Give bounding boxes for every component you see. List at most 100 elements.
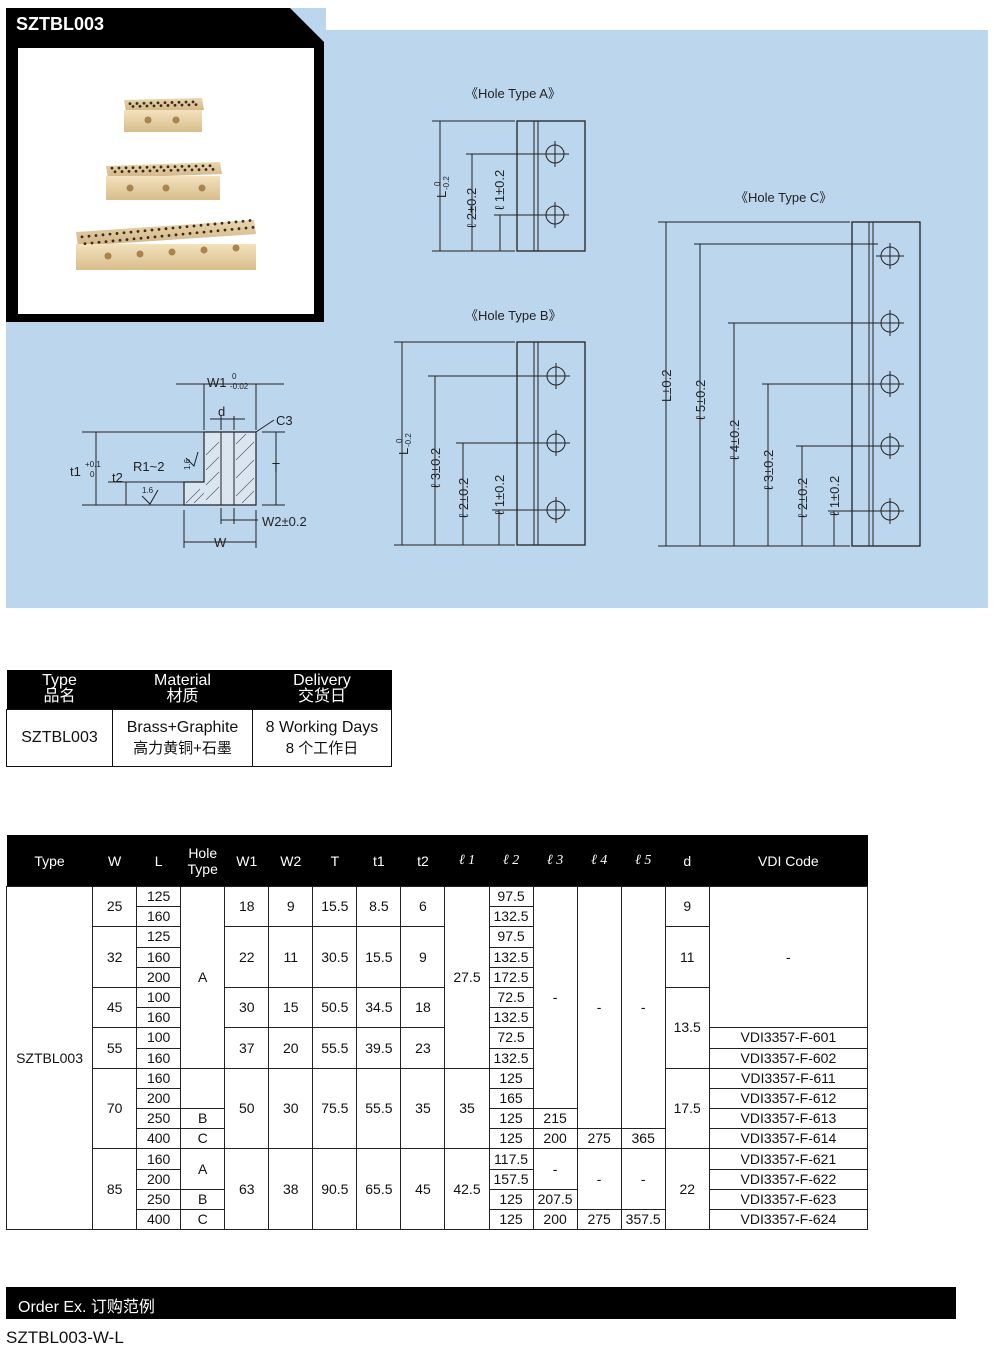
cell-w1: 18 <box>224 885 270 928</box>
graphite-plug <box>237 227 241 231</box>
info-type: SZTBL003 <box>6 709 113 767</box>
cell-w1: 63 <box>224 1148 270 1231</box>
info-header-row: Type 品名 Material 材质 Delivery 交货日 <box>6 670 392 710</box>
graphite-plug <box>132 237 136 241</box>
hole-type-c-view <box>658 221 921 547</box>
dim-w: W <box>214 535 227 550</box>
cell-l3: - <box>532 885 578 1110</box>
cell-t: 75.5 <box>312 1067 358 1150</box>
graphite-plug <box>223 228 227 232</box>
graphite-plug <box>94 234 98 237</box>
cell-w2: 20 <box>268 1027 314 1069</box>
graphite-plug <box>113 170 117 174</box>
dim-c-l2: ℓ 2±0.2 <box>795 478 810 518</box>
cell-l2: 132.5 <box>488 1007 534 1029</box>
graphite-plug <box>131 166 135 170</box>
cell-l2: 132.5 <box>488 946 534 968</box>
graphite-plug <box>160 234 164 238</box>
graphite-plug <box>187 103 191 107</box>
graphite-plug <box>173 165 177 169</box>
graphite-plug <box>167 234 171 237</box>
graphite-plug <box>177 100 181 104</box>
dim-roughness-side: 1.6 <box>183 458 192 470</box>
graphite-plug <box>251 225 255 229</box>
cell-w1: 37 <box>224 1027 270 1069</box>
cross-section-view <box>82 383 285 548</box>
dim-a-l-tol-top: 0 <box>433 181 442 186</box>
cell-w2: 38 <box>268 1148 314 1231</box>
cell-w2: 30 <box>268 1067 314 1150</box>
cell-l3: - <box>532 1148 578 1190</box>
graphite-plug <box>145 104 149 108</box>
graphite-plug <box>117 166 121 170</box>
hole-type-c-label: 《Hole Type C》 <box>735 190 832 205</box>
cell-t2: 9 <box>400 926 446 988</box>
graphite-plug <box>185 225 189 229</box>
graphite-plug <box>197 168 201 172</box>
cell-w: 32 <box>92 926 138 988</box>
graphite-plug <box>156 101 160 105</box>
graphite-plug <box>181 232 185 236</box>
graphite-plug <box>152 104 156 108</box>
graphite-plug <box>129 230 133 234</box>
cell-w: 25 <box>92 885 138 928</box>
cell-t1: 65.5 <box>356 1148 402 1231</box>
col-l: L <box>136 835 181 887</box>
dim-t2: t2 <box>112 470 123 485</box>
cell-vdi: - <box>708 885 869 1029</box>
cell-l3: 200 <box>532 1208 578 1231</box>
graphite-plug <box>153 235 157 239</box>
cell-l: 100 <box>136 1027 182 1049</box>
order-example-label: Order Ex. 订购范例 <box>18 1299 155 1316</box>
graphite-plug <box>97 240 101 244</box>
graphite-plug <box>152 165 156 169</box>
cell-l: 160 <box>136 1067 182 1089</box>
dim-b-l: L <box>396 448 411 455</box>
cell-w: 85 <box>92 1148 138 1231</box>
graphite-plug <box>104 240 108 244</box>
info-header-type: Type 品名 <box>6 670 113 710</box>
cell-l: 160 <box>136 1148 182 1170</box>
cell-hole-type: C <box>180 1128 226 1150</box>
cell-l2: 117.5 <box>488 1148 534 1170</box>
cell-l2: 97.5 <box>488 926 534 948</box>
dim-w1-tol-top: 0 <box>232 372 237 381</box>
graphite-plug <box>191 100 195 104</box>
cell-hole-type <box>180 1068 226 1110</box>
graphite-plug <box>163 101 167 105</box>
cell-l2: 125 <box>488 1208 534 1231</box>
graphite-plug <box>111 239 115 243</box>
table-row: 55 100 37 20 55.5 39.5 23 72.5 VDI3357-F… <box>7 1027 869 1069</box>
order-example-bar: Order Ex. 订购范例 <box>6 1287 956 1319</box>
graphite-plug <box>110 166 114 170</box>
info-header-material: Material 材质 <box>112 670 253 710</box>
product-photo <box>18 48 314 314</box>
graphite-plug <box>169 168 173 172</box>
graphite-plug <box>136 230 140 233</box>
graphite-plug <box>143 229 147 233</box>
graphite-plug <box>194 103 198 107</box>
cell-type: SZTBL003 <box>5 885 94 1231</box>
cell-hole-type: B <box>180 1188 226 1211</box>
spec-table: Type W L Hole Type W1 W2 T t1 t2 ℓ 1 ℓ 2… <box>5 835 869 1231</box>
cell-l2: 165 <box>488 1087 534 1110</box>
table-row: 200 172.5 <box>7 966 868 988</box>
technical-drawings: 《Hole Type A》 《Hole Type B》 《Hole Type C… <box>70 86 921 550</box>
graphite-plug <box>159 104 163 108</box>
cell-t: 50.5 <box>312 986 358 1029</box>
cell-w1: 22 <box>224 926 270 988</box>
graphite-plug <box>101 233 105 237</box>
col-w2: W2 <box>268 835 313 887</box>
col-l4: ℓ 4 <box>577 835 622 887</box>
graphite-plug <box>122 231 126 235</box>
cell-l2: 157.5 <box>488 1168 534 1190</box>
graphite-plug <box>183 168 187 172</box>
cell-l2: 125 <box>488 1188 534 1211</box>
cell-t: 90.5 <box>312 1148 358 1231</box>
dim-b-l1: ℓ 1±0.2 <box>492 475 507 515</box>
dim-c-l4: ℓ 4±0.2 <box>727 420 742 460</box>
cell-vdi: VDI3357-F-612 <box>708 1087 869 1110</box>
graphite-plug <box>209 230 213 233</box>
hole-type-b-view <box>394 341 586 546</box>
table-row: 400 C 125 200 275 365 VDI3357-F-614 <box>7 1128 869 1150</box>
